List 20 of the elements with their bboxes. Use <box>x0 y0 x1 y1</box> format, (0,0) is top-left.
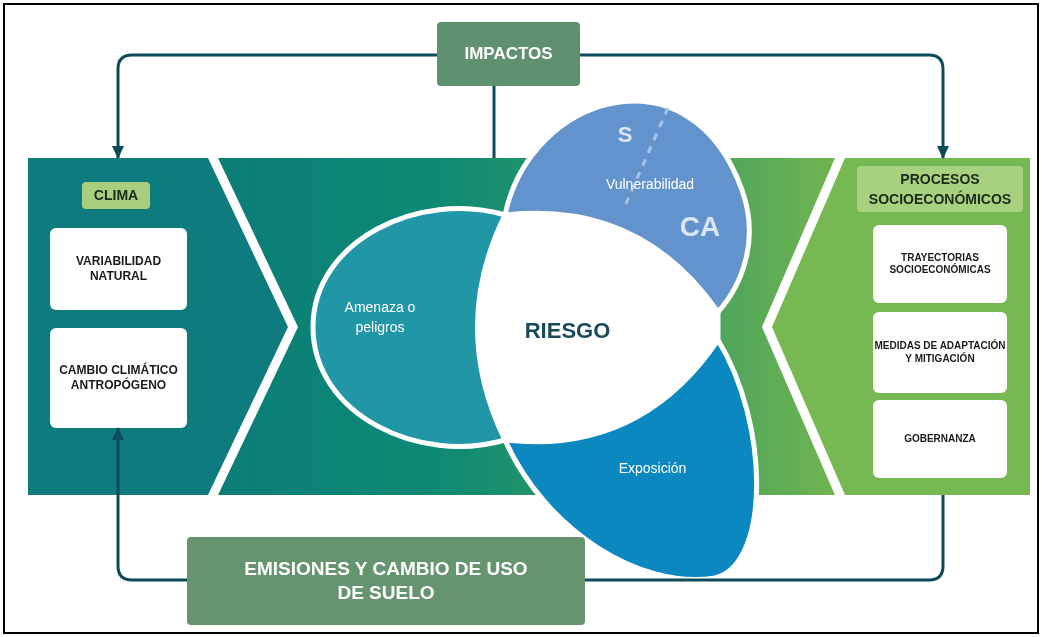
connector-arrow <box>112 53 437 159</box>
lobe-label: Amenaza o peligros <box>343 298 417 337</box>
panel-heading: CLIMA <box>82 182 150 209</box>
title-box: IMPACTOS <box>437 22 580 86</box>
lobe-label: Vulnerabilidad <box>604 175 696 194</box>
text-box: CAMBIO CLIMÁTICO ANTROPÓGENO <box>50 328 187 428</box>
text-box: GOBERNANZA <box>873 400 1007 478</box>
lobe-label: Exposición <box>617 459 688 478</box>
text-box: MEDIDAS DE ADAPTACIÓN Y MITIGACIÓN <box>873 312 1007 393</box>
text-box: VARIABILIDAD NATURAL <box>50 228 187 310</box>
lobe-label: S <box>616 121 634 149</box>
lobe-label: CA <box>678 210 722 244</box>
title-box: EMISIONES Y CAMBIO DE USO DE SUELO <box>187 537 585 625</box>
text-box: TRAYECTORIAS SOCIOECONÓMICAS <box>873 225 1007 303</box>
connector-arrow <box>112 427 187 582</box>
risk-label: RIESGO <box>515 317 620 345</box>
panel-heading: PROCESOS SOCIOECONÓMICOS <box>857 166 1023 212</box>
connector-arrow <box>580 53 949 159</box>
chevron-panel <box>772 158 1030 495</box>
chevron-panel <box>28 158 290 495</box>
